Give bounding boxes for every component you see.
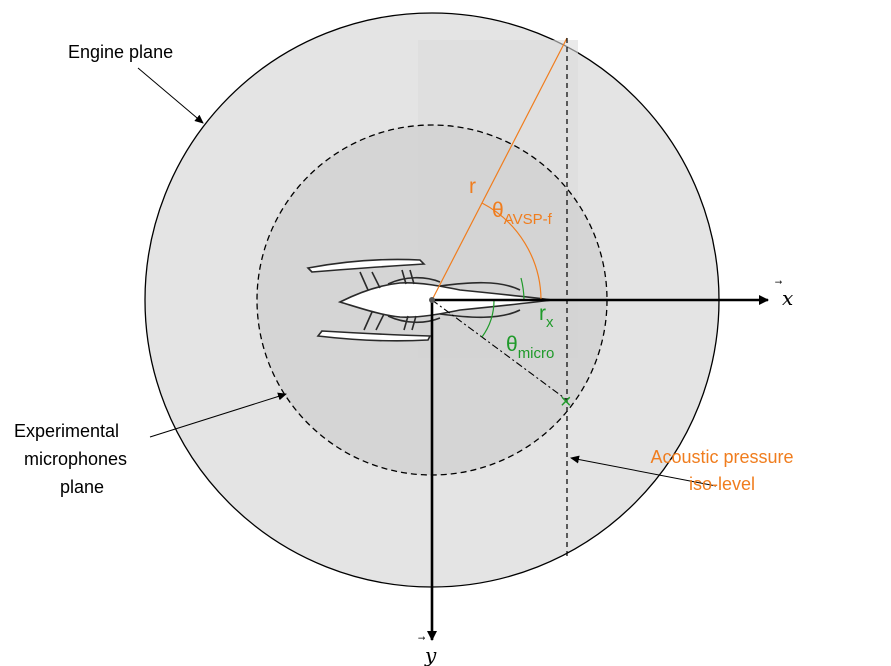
microphones-plane-pointer — [149, 392, 287, 438]
experimental-label-line2: microphones — [24, 449, 127, 469]
origin-point — [429, 297, 435, 303]
r-line — [431, 37, 568, 301]
x-axis-label: x⃗ — [774, 280, 793, 310]
iso-level-pointer — [570, 455, 717, 487]
theta-avsp-symbol: θAVSP-f — [492, 199, 553, 228]
y-axis-label: y⃗ — [417, 636, 437, 666]
theta-micro-arc — [481, 299, 495, 338]
micro-line — [431, 299, 568, 401]
experimental-label-line1: Experimental — [14, 421, 119, 441]
theta-micro-symbol: θmicro — [506, 333, 554, 362]
acoustic-label-line1: Acoustic pressure — [650, 447, 793, 467]
microphone-marker: × — [560, 391, 572, 413]
theta-avsp-arc — [481, 202, 542, 301]
acoustic-label-line2: iso-level — [689, 474, 755, 494]
r-symbol: r — [469, 175, 476, 198]
rx-symbol: rx — [539, 302, 554, 331]
engine-plane-pointer — [137, 67, 204, 124]
engine-plane-label: Engine plane — [68, 42, 173, 62]
experimental-label-line3: plane — [60, 477, 104, 497]
